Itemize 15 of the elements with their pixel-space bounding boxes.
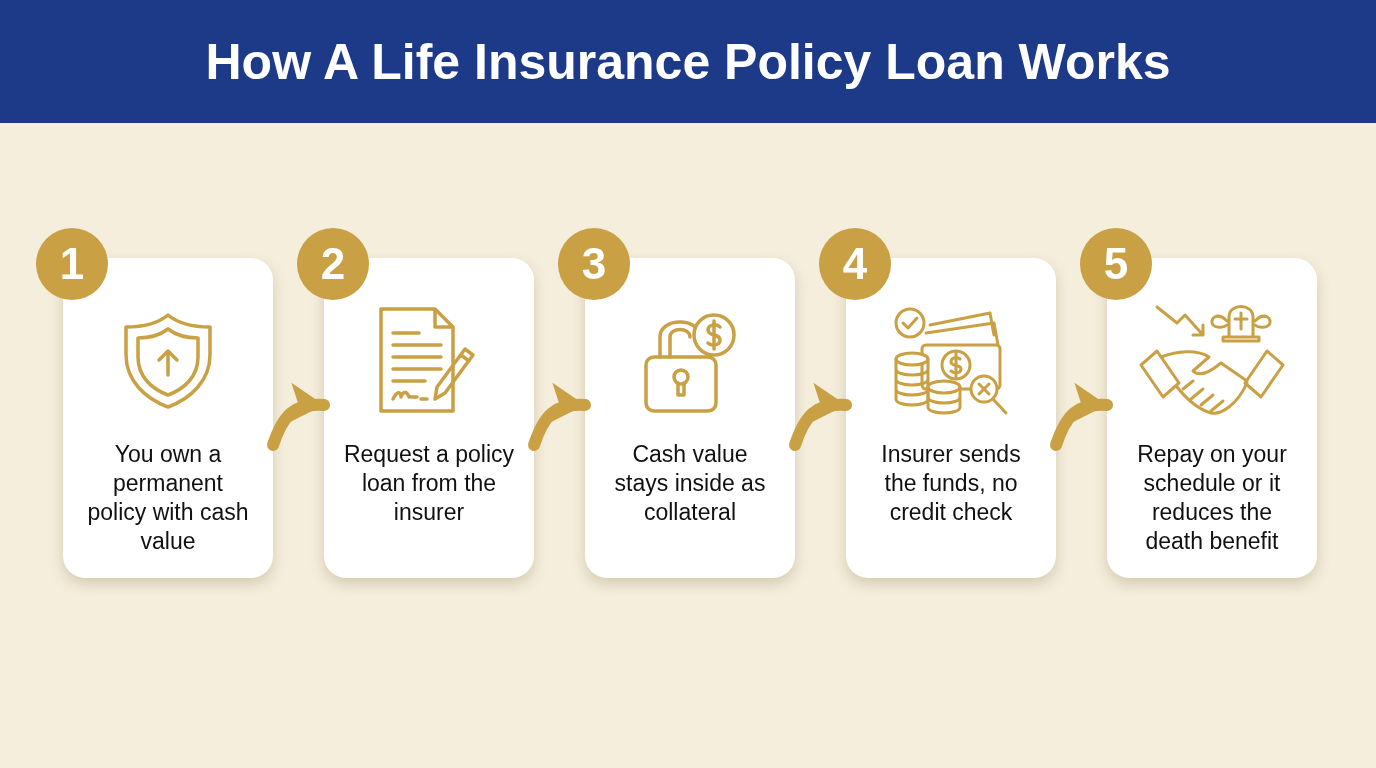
step-number-badge: 4 — [819, 228, 891, 300]
step-number-badge: 2 — [297, 228, 369, 300]
curved-arrow — [528, 384, 591, 451]
curved-arrow — [1050, 384, 1113, 451]
step-text: You own a permanent policy with cash value — [86, 440, 250, 556]
step-text: Cash value stays inside as collateral — [613, 440, 767, 527]
step-number-badge: 5 — [1080, 228, 1152, 300]
curved-arrow — [267, 384, 330, 451]
title: How A Life Insurance Policy Loan Works — [205, 36, 1171, 87]
curved-arrow — [789, 384, 852, 451]
step-text: Request a policy loan from the insurer — [343, 440, 515, 527]
step-number-badge: 3 — [558, 228, 630, 300]
step-number-badge: 1 — [36, 228, 108, 300]
step-text: Insurer sends the funds, no credit check — [880, 440, 1022, 527]
step-text: Repay on your schedule or it reduces the death benefit — [1136, 440, 1288, 556]
